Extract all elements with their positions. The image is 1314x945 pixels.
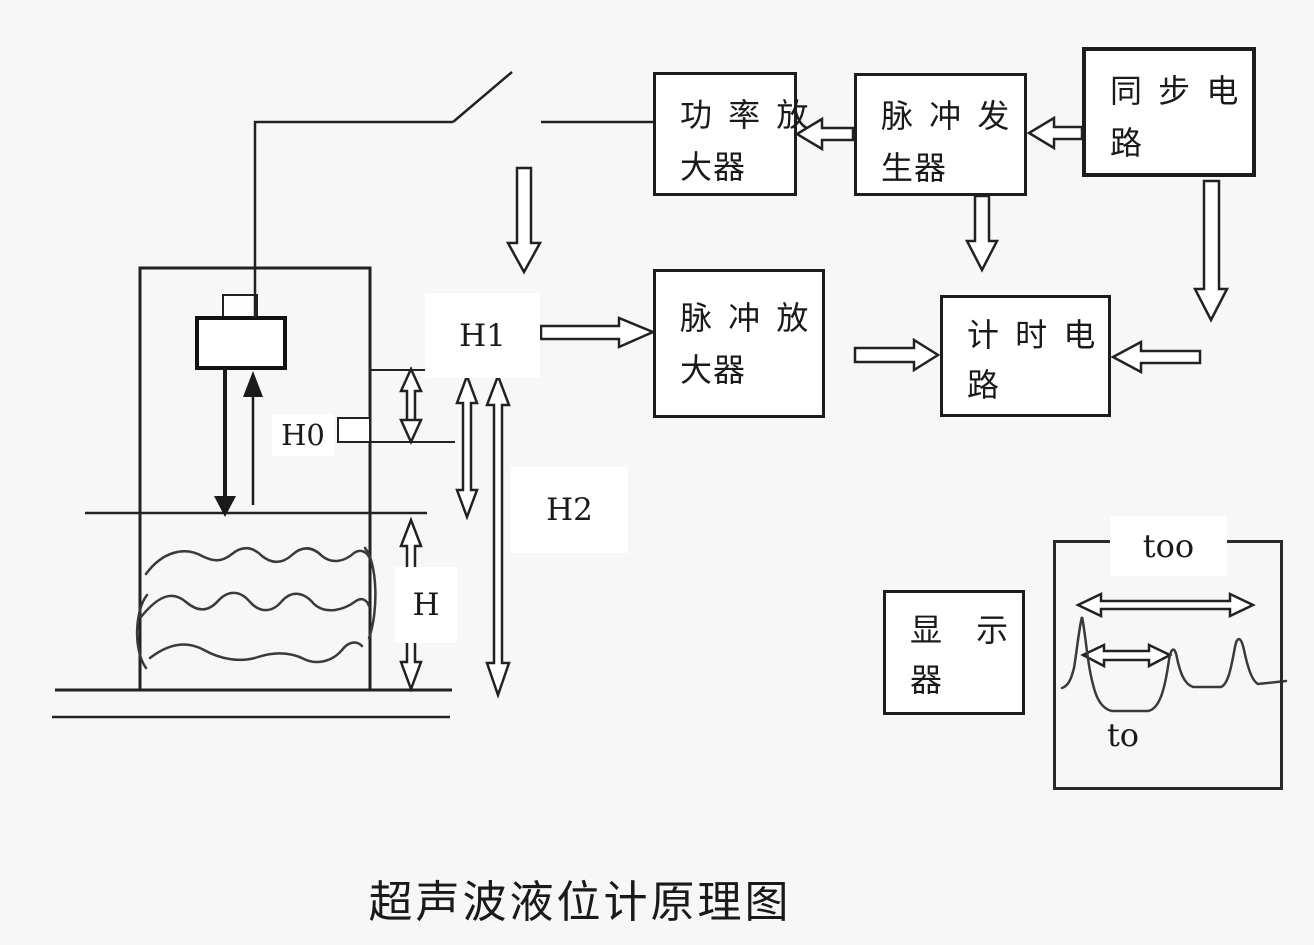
ground-lines [52, 688, 452, 719]
arrow-pulseamp-to-timing [853, 337, 941, 373]
h2-dimension-arrow [485, 372, 511, 699]
liquid-waves [135, 546, 377, 670]
display-label-line2: 器 [910, 661, 944, 699]
too-interval-arrow [1075, 592, 1256, 618]
flow-arrows [505, 115, 1230, 375]
sync-circuit-label-line1: 同 步 电 [1110, 72, 1240, 110]
arrow-into-timing-right [1110, 339, 1202, 375]
display-box: 显 示 器 [883, 590, 1025, 715]
power-amplifier-label-line1: 功 率 放 [680, 96, 810, 134]
pulse-amplifier-label-line1: 脉 冲 放 [680, 299, 810, 337]
timing-circuit-label-line1: 计 时 电 [967, 316, 1097, 354]
h0-reference-notch [337, 417, 371, 443]
power-amplifier-box: 功 率 放 大器 [653, 72, 810, 196]
h1-dimension-arrow [455, 372, 479, 521]
sync-circuit-label-line2: 路 [1110, 124, 1144, 162]
display-label-line1: 显 示 [910, 611, 1010, 649]
oscillogram-trace [1060, 616, 1288, 713]
arrow-pulsegen-down [964, 194, 1000, 273]
oscillogram-box [1053, 540, 1283, 790]
h1-label: H1 [425, 293, 540, 378]
to-label: to [1106, 716, 1140, 754]
timing-circuit-label-line2: 路 [967, 366, 1001, 404]
transmit-arrow [214, 368, 236, 517]
h0-label: H0 [272, 414, 334, 456]
pulse-generator-box: 脉 冲 发 生器 [854, 73, 1027, 196]
wire-and-switch [253, 71, 653, 318]
too-label: too [1110, 516, 1227, 576]
pulse-generator-label-line2: 生器 [881, 149, 948, 187]
diagram-title: 超声波液位计原理图 [368, 877, 792, 928]
arrow-h1-to-pulseamp [539, 316, 657, 349]
timing-circuit-box: 计 时 电 路 [940, 295, 1111, 417]
pulse-generator-label-line1: 脉 冲 发 [881, 97, 1011, 135]
arrow-sync-down [1192, 179, 1230, 323]
h0-dimension-arrow [399, 365, 423, 446]
power-amplifier-label-line2: 大器 [680, 148, 747, 186]
h-label: H [395, 567, 457, 643]
arrow-pulsegen-to-poweramp [794, 116, 855, 152]
h2-label: H2 [511, 467, 628, 553]
transducer-body [195, 316, 287, 370]
transducer-stem [222, 294, 258, 319]
sync-circuit-box: 同 步 电 路 [1082, 47, 1256, 177]
arrow-switch-down [505, 166, 543, 275]
arrow-sync-to-pulsegen [1026, 115, 1084, 151]
echo-arrow [243, 371, 263, 505]
pulse-amplifier-label-line2: 大器 [680, 351, 747, 389]
pulse-amplifier-box: 脉 冲 放 大器 [653, 269, 825, 418]
